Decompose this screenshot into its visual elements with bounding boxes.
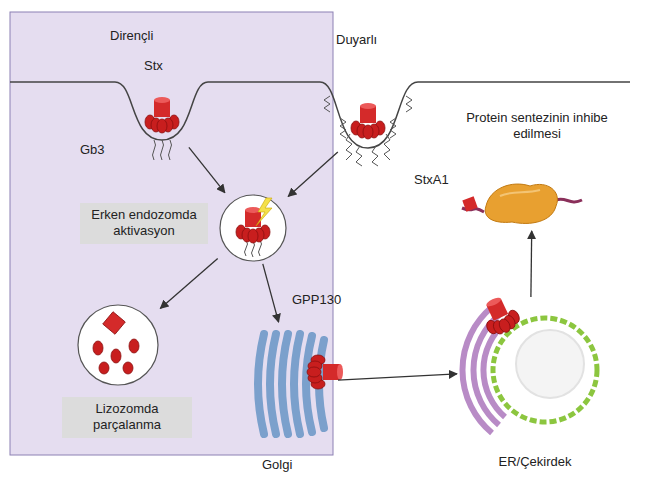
nucleus bbox=[493, 318, 597, 422]
gb3-tails bbox=[153, 140, 172, 160]
pathway-arrow bbox=[189, 147, 225, 192]
effect-label: Protein sentezinin inhibe edilmesi bbox=[462, 110, 612, 143]
er-nucleus: ER/Çekirdek bbox=[460, 300, 600, 440]
resistant-panel-fill bbox=[10, 12, 333, 455]
golgi: GPP130Golgi bbox=[255, 325, 335, 440]
early-endosome bbox=[220, 195, 286, 261]
nucleolus bbox=[516, 330, 584, 398]
step-label: Erken endozomda aktivasyon bbox=[80, 203, 208, 244]
toxin-label: Stx bbox=[144, 58, 180, 74]
lysosome: Lizozomda parçalanma bbox=[78, 305, 158, 385]
stx-toxin bbox=[145, 97, 179, 133]
ribosome-protein bbox=[462, 184, 582, 223]
panel-title: Dirençli bbox=[110, 28, 190, 44]
pathway-arrow bbox=[530, 231, 532, 297]
protein-label: GPP130 bbox=[292, 292, 362, 308]
stx-toxin bbox=[477, 292, 523, 339]
membrane-pit: StxGb3 bbox=[118, 82, 206, 145]
pathway-arrow bbox=[263, 264, 279, 322]
cell-membrane bbox=[10, 82, 630, 148]
receptor-label: Gb3 bbox=[80, 142, 120, 158]
resistant-panel: DirençliStxGb3Erken endozomda aktivasyon… bbox=[10, 12, 333, 455]
membrane-pit: Duyarlı bbox=[338, 82, 418, 150]
organelle-label: ER/Çekirdek bbox=[480, 454, 590, 470]
stx-toxin bbox=[307, 355, 343, 389]
toxin-fragments bbox=[93, 312, 139, 374]
early-endosome: Erken endozomda aktivasyon bbox=[220, 195, 286, 261]
subunit-label: StxA1 bbox=[414, 172, 464, 188]
step-label: Lizozomda parçalanma bbox=[62, 397, 192, 438]
panel-title: Duyarlı bbox=[336, 32, 416, 48]
pathway-arrow bbox=[160, 259, 217, 309]
lysosome bbox=[78, 305, 158, 385]
pathway-arrow bbox=[338, 374, 457, 380]
ribosome-protein: Protein sentezinin inhibe edilmesiStxA1 bbox=[480, 180, 584, 228]
organelle-label: Golgi bbox=[262, 457, 322, 473]
stx-toxin bbox=[351, 103, 385, 139]
glycolipid-tails bbox=[324, 96, 412, 166]
activation-bolt bbox=[256, 198, 272, 226]
pathway-arrow bbox=[288, 152, 338, 196]
